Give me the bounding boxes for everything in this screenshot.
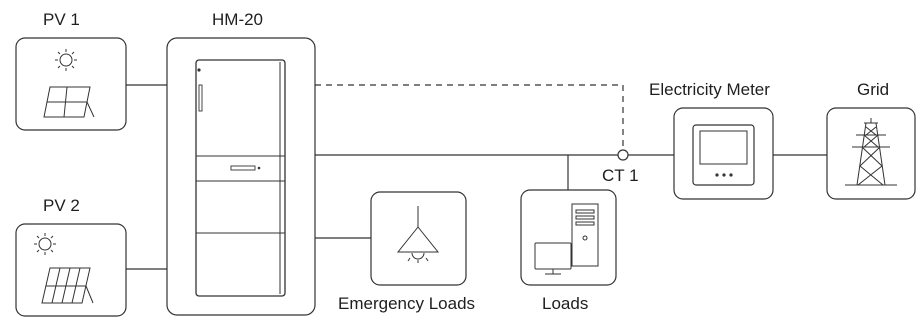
computer-icon <box>534 203 599 275</box>
solar-panel-icon <box>43 86 95 118</box>
solar-panel-icon <box>41 267 94 304</box>
connection-lines <box>126 84 827 270</box>
pv2-box <box>15 223 127 317</box>
ct-label: CT 1 <box>602 166 639 185</box>
ct-signal-dashed-wire <box>315 84 624 150</box>
grid-label: Grid <box>857 80 890 99</box>
pv1-box <box>15 37 127 131</box>
meter-label: Electricity Meter <box>649 80 770 99</box>
emergency-loads-label: Emergency Loads <box>338 294 476 313</box>
transmission-tower-icon <box>845 118 897 186</box>
sun-icon <box>55 49 77 71</box>
battery-inverter-cabinet-icon <box>195 59 286 297</box>
grid-box <box>826 107 916 200</box>
ceiling-lamp-icon <box>396 206 440 263</box>
pv2-label: PV 2 <box>43 196 80 215</box>
loads-box <box>520 189 617 286</box>
emergency-loads-box <box>370 191 467 286</box>
sun-icon <box>34 233 56 255</box>
electricity-meter-icon <box>692 124 755 186</box>
current-transformer-icon <box>617 149 629 161</box>
pv1-label: PV 1 <box>43 10 80 29</box>
inverter-label: HM-20 <box>212 10 264 29</box>
loads-label: Loads <box>542 294 589 313</box>
inverter-box <box>166 37 316 316</box>
meter-box <box>673 107 774 200</box>
